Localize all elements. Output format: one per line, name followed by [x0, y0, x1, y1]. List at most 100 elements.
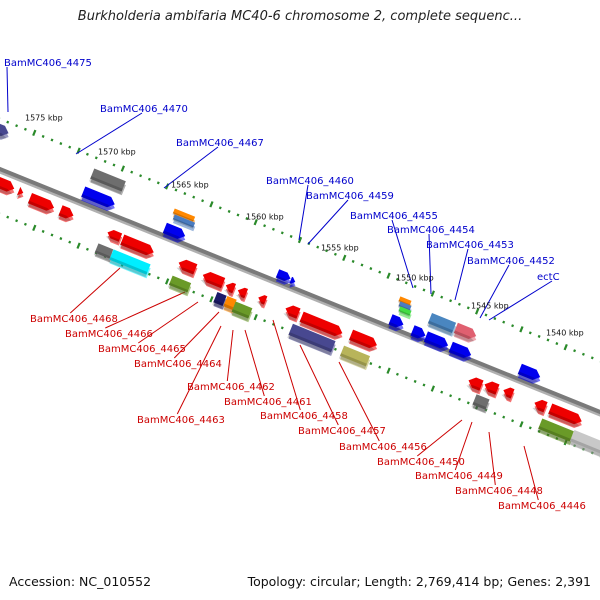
gene-reverse-11: [283, 305, 301, 323]
upper-scale-tick: [342, 254, 347, 262]
upper-scale-tick: [369, 267, 373, 271]
lower-scale-tick: [430, 385, 436, 392]
gene-reverse-1b-depth: [17, 190, 24, 200]
accession-info: Accession: NC_010552: [9, 574, 151, 589]
gene-reverse-15-shade: [482, 389, 497, 398]
lower-scale-tick: [41, 229, 45, 233]
upper-scale-tick: [32, 129, 37, 137]
lower-scale-tick: [333, 347, 337, 351]
upper-scale-tick: [156, 181, 160, 185]
upper-scale-tick: [289, 234, 293, 238]
gene-steel-mid-body: [398, 301, 412, 311]
upper-scale-tick: [201, 199, 205, 203]
lower-scale-tick: [404, 376, 408, 380]
gene-forward-2: [80, 186, 115, 212]
upper-scale-tick: [581, 352, 585, 356]
upper-scale-tick: [316, 245, 320, 249]
forward-gene-label: BamMC406_4467: [176, 138, 264, 149]
gene-green-mid-depth: [398, 310, 412, 320]
upper-scale-tick: [253, 218, 258, 226]
gene-forward-9-body: [517, 363, 541, 380]
gene-reverse-18-shade: [547, 411, 580, 427]
lower-scale-tick: [23, 222, 27, 226]
gene-forward-3-body: [162, 222, 186, 239]
upper-scale-tick: [76, 147, 81, 154]
upper-scale-tick: [528, 331, 532, 335]
gene-reverse-17: [532, 399, 548, 417]
upper-scale-tick: [94, 156, 98, 160]
gene-forward-7-body: [423, 331, 449, 349]
forward-leader-line: [454, 248, 469, 301]
gene-orange-low-body: [223, 296, 237, 310]
label-layer: BamMC406_4475BamMC406_4470BamMC406_4467B…: [4, 58, 586, 512]
gene-reverse-3-body: [58, 205, 74, 219]
lower-scale-tick: [68, 240, 72, 244]
lower-scale-tick: [528, 426, 532, 430]
gene-cyan-low-body: [109, 249, 151, 275]
reverse-leader-line: [138, 301, 199, 344]
gene-reverse-11-body: [285, 305, 301, 319]
lower-scale-tick: [201, 294, 205, 298]
forward-gene-label: BamMC406_4454: [387, 225, 475, 236]
upper-scale-tick: [23, 127, 27, 131]
forward-leader-line: [428, 233, 432, 295]
gene-reverse-5-body: [120, 234, 154, 256]
gene-steel-large: [426, 313, 457, 337]
gene-reverse-4-body: [107, 230, 123, 242]
gene-reverse-7-shade: [200, 279, 223, 291]
lower-scale-tick: [395, 372, 399, 376]
upper-scale-tick: [263, 224, 267, 228]
upper-scale-tick: [183, 192, 187, 196]
reverse-leader-line: [523, 445, 539, 501]
upper-scale-tick: [493, 317, 497, 321]
lower-scale-tick: [466, 401, 470, 405]
reverse-leader-line: [69, 267, 121, 314]
gene-reverse-7: [200, 272, 226, 293]
reverse-gene-label: BamMC406_4462: [187, 382, 275, 393]
reverse-gene-label: BamMC406_4456: [339, 442, 427, 453]
gene-forward-4: [274, 269, 291, 285]
upper-scale-tick: [484, 313, 488, 317]
upper-scale-tick: [6, 120, 10, 124]
gene-grey-top: [89, 168, 126, 196]
gene-reverse-14-shade: [466, 385, 481, 394]
reverse-gene-label: BamMC406_4464: [134, 359, 222, 370]
gene-orange-low: [222, 296, 237, 314]
gene-forward-6: [409, 325, 426, 343]
upper-scale-tick: [50, 138, 54, 142]
gene-forward-9: [516, 363, 541, 384]
forward-gene-label: BamMC406_4470: [100, 104, 188, 115]
gene-olive-1-shade: [167, 282, 189, 295]
reverse-gene-label: BamMC406_4463: [137, 415, 225, 426]
upper-scale-tick: [563, 343, 568, 351]
gene-forward-2-shade: [80, 194, 113, 210]
gene-layer: [0, 123, 600, 458]
gene-forward-7-shade: [422, 339, 447, 351]
reverse-leader-line: [416, 419, 463, 457]
upper-scale-tick: [112, 163, 116, 167]
upper-scale-tick: [351, 259, 355, 263]
upper-scale-tick: [280, 231, 284, 235]
gene-forward-4b: [288, 276, 296, 288]
gene-reverse-9-shade: [235, 294, 246, 301]
upper-scale-tick: [502, 320, 506, 324]
lower-scale-tick: [50, 233, 54, 237]
gene-purple-low: [287, 323, 336, 356]
gene-navy-low-body: [213, 292, 227, 306]
gene-reverse-11-shade: [283, 313, 298, 322]
lower-scale-tick: [386, 367, 391, 374]
gene-reverse-12: [298, 311, 343, 340]
gene-forward-8-body: [448, 341, 472, 358]
kbp-scale-label: 1565 kbp: [171, 181, 209, 190]
lower-scale-tick: [6, 215, 10, 219]
upper-scale-tick: [474, 308, 480, 315]
gene-reverse-1: [0, 176, 15, 196]
gene-forward-8-shade: [447, 349, 470, 361]
lower-scale-tick: [369, 362, 373, 366]
gene-reverse-3: [57, 205, 74, 223]
label-lines-layer: [6, 66, 553, 501]
kbp-scale-label: 1575 kbp: [25, 114, 63, 123]
gene-forward-5-shade: [387, 321, 402, 331]
gene-olive-1: [167, 275, 192, 297]
gene-pink-large-shade: [452, 330, 475, 342]
